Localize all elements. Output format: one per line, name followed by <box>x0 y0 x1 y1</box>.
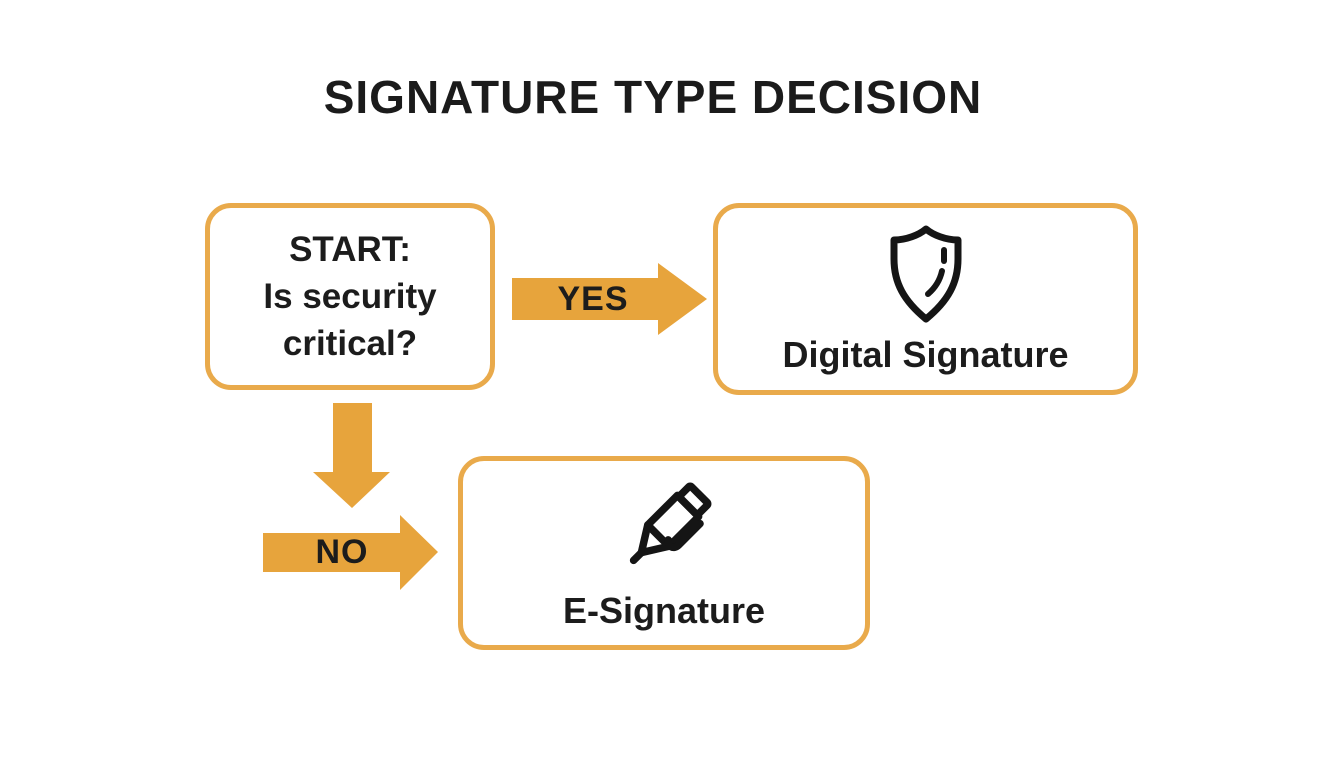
no-arrow: NO <box>263 515 438 590</box>
yes-arrow-label: YES <box>557 279 629 318</box>
e-signature-label: E-Signature <box>562 590 766 631</box>
digital-signature-node: Digital Signature <box>713 203 1138 395</box>
pen-icon <box>629 482 712 565</box>
start-node-line1: START: <box>289 230 411 269</box>
right-arrow-icon <box>512 263 707 335</box>
down-arrow-icon <box>313 403 390 508</box>
start-node-line2: Is security critical? <box>263 277 437 363</box>
digital-signature-label: Digital Signature <box>782 333 1069 375</box>
e-signature-node: E-Signature <box>458 456 870 650</box>
right-arrow-icon <box>263 515 438 590</box>
page-title: SIGNATURE TYPE DECISION <box>323 71 983 123</box>
start-node-text: START: Is security critical? <box>225 226 475 367</box>
yes-arrow: YES <box>512 263 707 335</box>
no-arrow-label: NO <box>315 533 369 571</box>
shield-icon <box>890 225 961 322</box>
start-node: START: Is security critical? <box>205 203 495 390</box>
down-arrow <box>313 403 390 508</box>
